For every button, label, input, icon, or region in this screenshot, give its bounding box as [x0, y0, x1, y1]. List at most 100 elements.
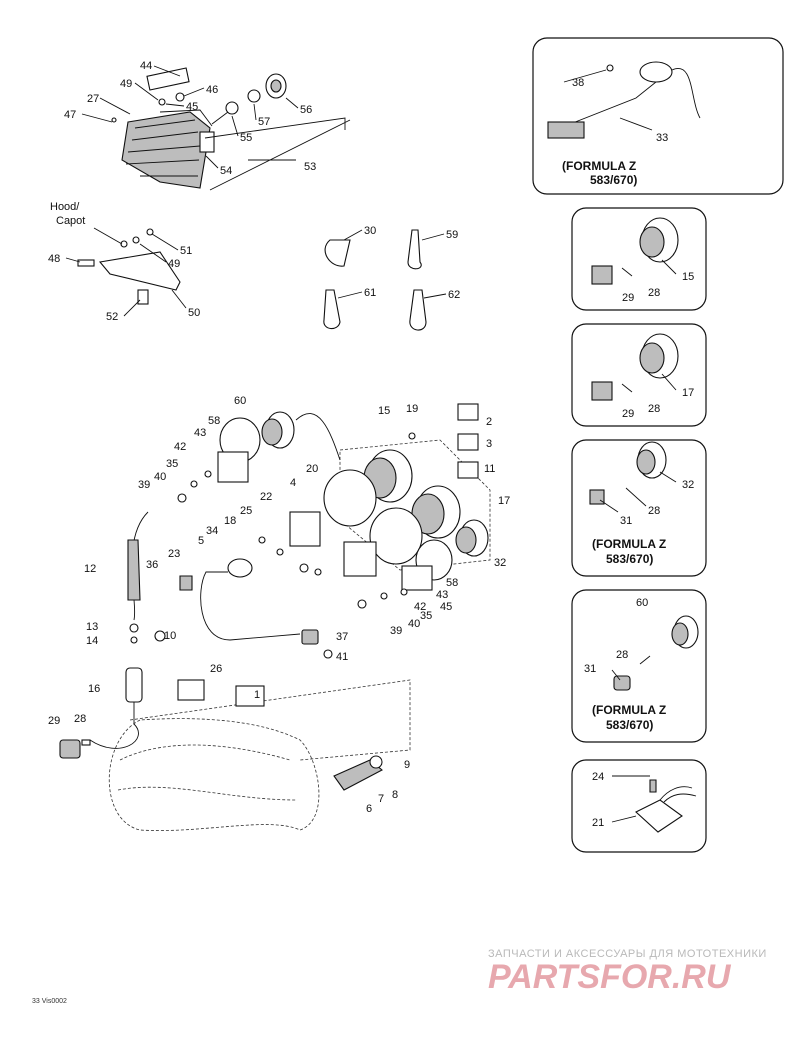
- label-39a: 39: [138, 479, 150, 491]
- label-17b: 17: [682, 387, 694, 399]
- label-4: 4: [290, 477, 296, 489]
- inset5-caption-line2: 583/670): [606, 718, 653, 732]
- label-50: 50: [188, 307, 200, 319]
- label-21: 21: [592, 817, 604, 829]
- sensor-cables: [59, 511, 411, 831]
- label-44: 44: [140, 60, 152, 72]
- label-51: 51: [180, 245, 192, 257]
- label-39b: 39: [390, 625, 402, 637]
- inset1-caption-line2: 583/670): [590, 173, 637, 187]
- label-25: 25: [240, 505, 252, 517]
- label-53: 53: [304, 161, 316, 173]
- label-14: 14: [86, 635, 98, 647]
- label-45b: 45: [440, 601, 452, 613]
- label-35a: 35: [166, 458, 178, 470]
- label-32a: 32: [494, 557, 506, 569]
- label-58a: 58: [208, 415, 220, 427]
- leader-lines: [65, 65, 677, 823]
- label-19: 19: [406, 403, 418, 415]
- watermark-logo: PARTSFOR.RU: [488, 958, 732, 996]
- label-8: 8: [392, 789, 398, 801]
- label-3: 3: [486, 438, 492, 450]
- label-36: 36: [146, 559, 158, 571]
- label-29c: 29: [622, 408, 634, 420]
- label-22: 22: [260, 491, 272, 503]
- label-43a: 43: [194, 427, 206, 439]
- label-58b: 58: [446, 577, 458, 589]
- label-40a: 40: [154, 471, 166, 483]
- label-40b: 40: [408, 618, 420, 630]
- headlight-assembly: [111, 67, 351, 191]
- label-29b: 29: [622, 292, 634, 304]
- label-hood: Hood/: [50, 201, 80, 213]
- label-15b: 15: [682, 271, 694, 283]
- label-56: 56: [300, 104, 312, 116]
- label-6: 6: [366, 803, 372, 815]
- label-59: 59: [446, 229, 458, 241]
- label-57: 57: [258, 116, 270, 128]
- label-5: 5: [198, 535, 204, 547]
- label-45: 45: [186, 101, 198, 113]
- label-28e: 28: [616, 649, 628, 661]
- label-11: 11: [484, 463, 495, 475]
- inset1-caption-line1: (FORMULA Z: [562, 159, 636, 173]
- label-49b: 49: [168, 258, 180, 270]
- label-9: 9: [404, 759, 410, 771]
- inset-module-21: [571, 759, 707, 853]
- label-23: 23: [168, 548, 180, 560]
- label-24: 24: [592, 771, 604, 783]
- gauge-cluster: [177, 403, 491, 609]
- label-48: 48: [48, 253, 60, 265]
- label-27: 27: [87, 93, 99, 105]
- label-29a: 29: [48, 715, 60, 727]
- label-60: 60: [234, 395, 246, 407]
- label-33: 33: [656, 132, 668, 144]
- label-28d: 28: [648, 505, 660, 517]
- label-54: 54: [220, 165, 232, 177]
- label-capot: Capot: [56, 215, 85, 227]
- label-42a: 42: [174, 441, 186, 453]
- label-55: 55: [240, 132, 252, 144]
- label-12: 12: [84, 563, 96, 575]
- label-16: 16: [88, 683, 100, 695]
- label-30: 30: [364, 225, 376, 237]
- inset-fuel-sender: [532, 37, 784, 195]
- label-42b: 42: [414, 601, 426, 613]
- label-52: 52: [106, 311, 118, 323]
- label-28a: 28: [74, 713, 86, 725]
- callout-labels: 44 49 46 27 45 56 47 57 55 54 53 Hood/ C…: [32, 60, 694, 1005]
- inset4-caption-line1: (FORMULA Z: [592, 537, 666, 551]
- cable-ties: [323, 229, 427, 331]
- label-31a: 31: [620, 515, 632, 527]
- inset-gauge-60: [571, 589, 707, 743]
- label-13: 13: [86, 621, 98, 633]
- label-18: 18: [224, 515, 236, 527]
- label-62: 62: [448, 289, 460, 301]
- inset4-caption-line2: 583/670): [606, 552, 653, 566]
- label-7: 7: [378, 793, 384, 805]
- label-47: 47: [64, 109, 76, 121]
- label-26: 26: [210, 663, 222, 675]
- label-46: 46: [206, 84, 218, 96]
- label-17: 17: [498, 495, 510, 507]
- label-43b: 43: [436, 589, 448, 601]
- label-38: 38: [572, 77, 584, 89]
- label-28b: 28: [648, 287, 660, 299]
- label-37: 37: [336, 631, 348, 643]
- label-41: 41: [336, 651, 348, 663]
- figure-code: 33 Vis0002: [32, 998, 67, 1005]
- inset5-caption-line1: (FORMULA Z: [592, 703, 666, 717]
- label-35b: 35: [420, 610, 432, 622]
- hood-bracket: [77, 227, 181, 305]
- label-28c: 28: [648, 403, 660, 415]
- label-15: 15: [378, 405, 390, 417]
- label-49a: 49: [120, 78, 132, 90]
- inset-gauge-15: [571, 207, 707, 311]
- label-60b: 60: [636, 597, 648, 609]
- label-10: 10: [164, 630, 176, 642]
- label-32b: 32: [682, 479, 694, 491]
- label-2: 2: [486, 416, 492, 428]
- label-1: 1: [254, 689, 260, 701]
- label-31b: 31: [584, 663, 596, 675]
